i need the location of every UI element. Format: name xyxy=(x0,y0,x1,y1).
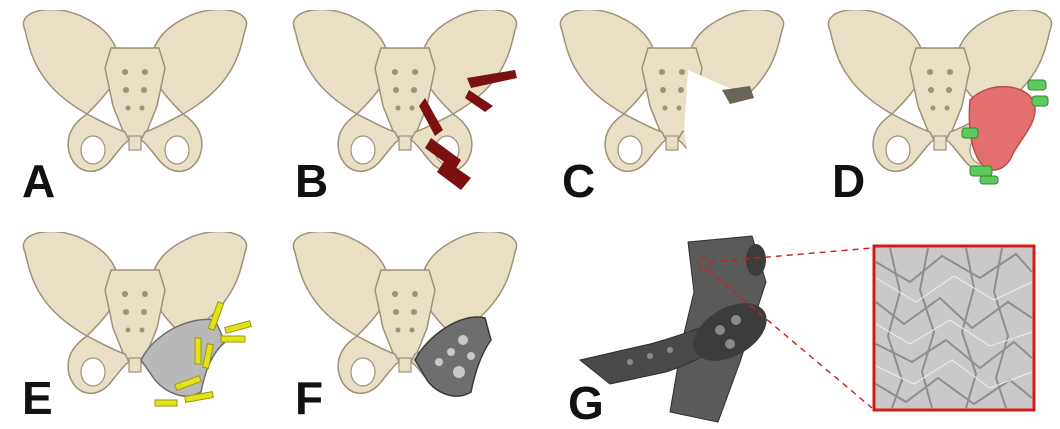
panel-label-d: D xyxy=(832,158,865,204)
lattice-icon xyxy=(874,246,1034,410)
tumor-icon xyxy=(969,87,1035,170)
implant-icon xyxy=(580,236,777,422)
panel-label-g: G xyxy=(568,380,604,426)
panel-label-b: B xyxy=(295,158,328,204)
panel-label-f: F xyxy=(295,375,323,421)
pelvis-icon xyxy=(23,232,246,393)
panel-g xyxy=(570,232,1050,427)
panel-label-c: C xyxy=(562,158,595,204)
panel-label-a: A xyxy=(22,158,55,204)
pelvis-icon xyxy=(293,10,516,171)
panel-label-e: E xyxy=(22,375,53,421)
pelvis-icon xyxy=(293,232,516,393)
